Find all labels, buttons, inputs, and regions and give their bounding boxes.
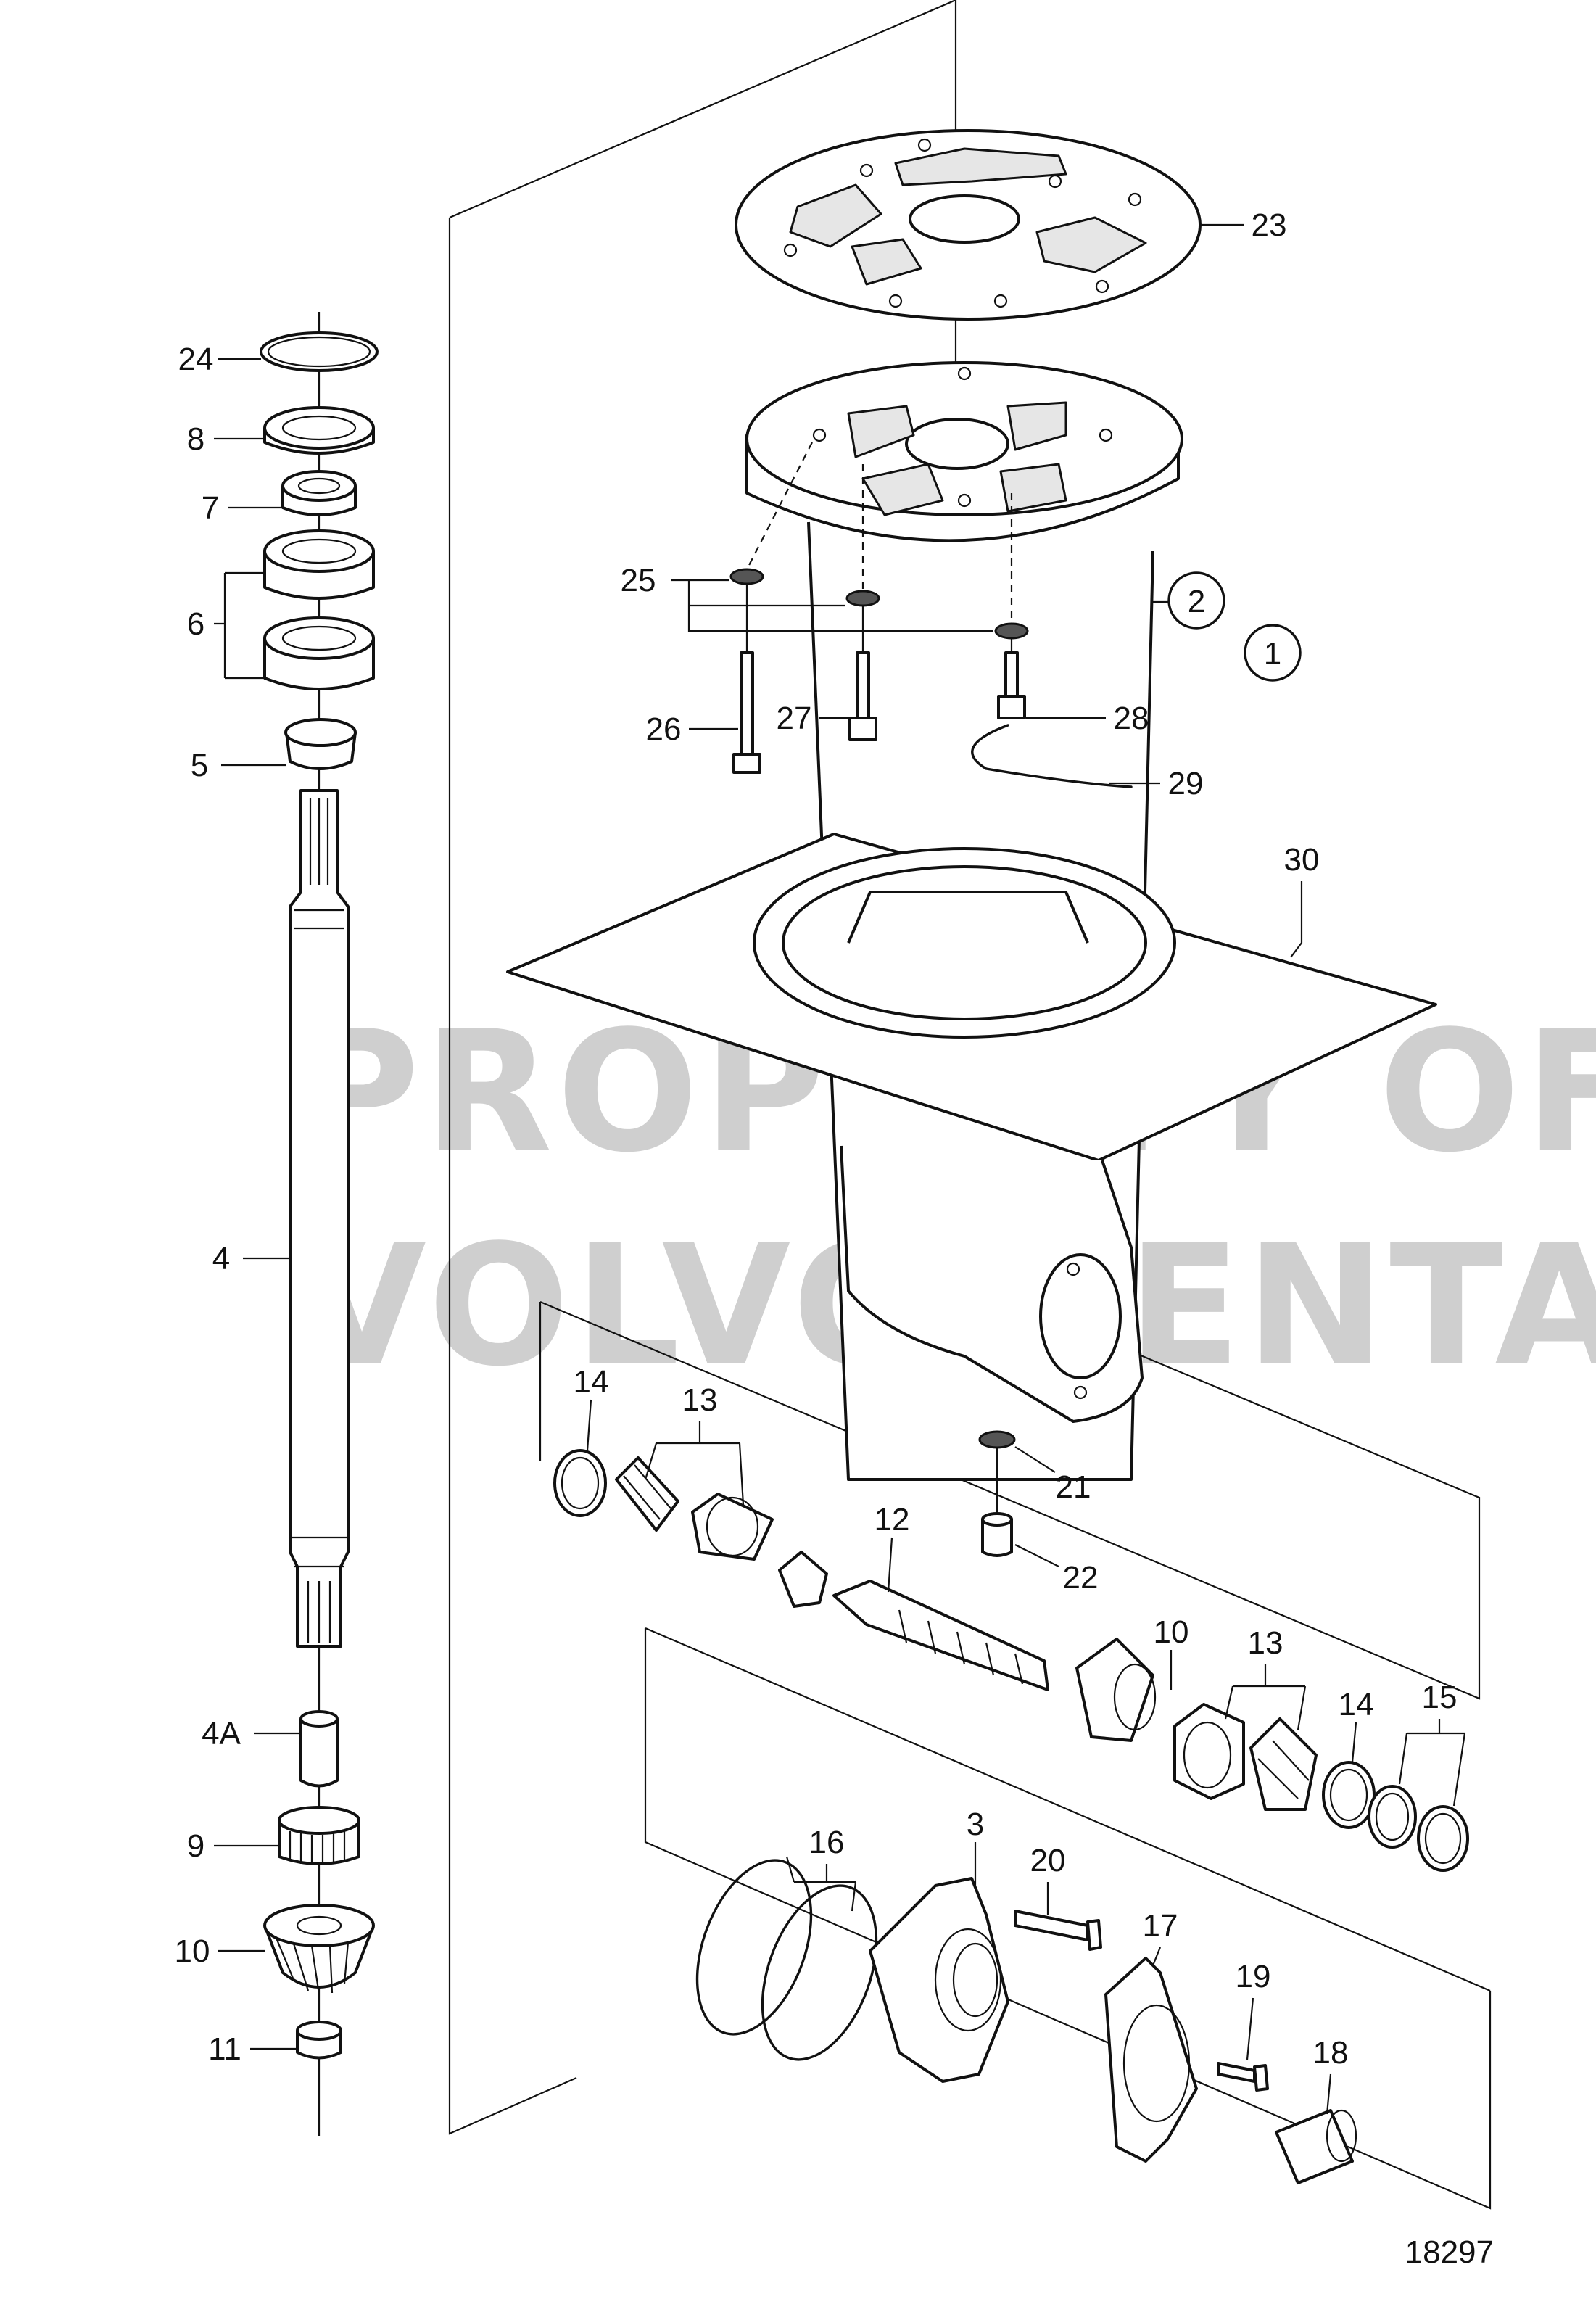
ball-bearing-6b xyxy=(263,616,375,690)
washers-25 xyxy=(729,442,1029,653)
callout-24: 24 xyxy=(178,342,214,377)
callout-17: 17 xyxy=(1143,1908,1178,1944)
back-panel-side-edge xyxy=(448,218,577,2135)
bearing-cup-13a xyxy=(691,1493,774,1561)
callout-9: 9 xyxy=(187,1828,204,1864)
roller-bearing-9 xyxy=(278,1806,360,1865)
callout-26: 26 xyxy=(646,711,682,747)
callout-20: 20 xyxy=(1030,1843,1066,1878)
callout-6: 6 xyxy=(187,606,204,642)
ball-bearing-6a xyxy=(263,529,375,600)
screw-19 xyxy=(1217,2062,1256,2083)
callout-14-right: 14 xyxy=(1339,1687,1374,1722)
cover-17 xyxy=(1104,1957,1198,2163)
lower-gearcase xyxy=(840,1145,1144,1423)
bearing-housing-assembly xyxy=(695,1859,1357,2184)
vertical-shaft-4 xyxy=(289,789,350,1648)
bearing-housing-3 xyxy=(869,1877,1009,2083)
o-ring-24 xyxy=(260,331,379,372)
callouts: 1 2 3 4 4A 5 6 7 8 9 10 10 11 12 13 13 1… xyxy=(175,207,1466,2115)
callout-25: 25 xyxy=(621,563,656,598)
pinion-group-frame xyxy=(539,1300,1481,1700)
callout-circle-1 xyxy=(1244,624,1302,682)
tapered-roller-bearing-13a xyxy=(615,1456,679,1532)
callout-11: 11 xyxy=(208,2031,241,2067)
shim-15b xyxy=(1417,1805,1469,1872)
callout-circle-2 xyxy=(1167,571,1225,630)
callout-27: 27 xyxy=(777,701,812,736)
callout-13-left: 13 xyxy=(682,1382,718,1418)
bevel-gear-10-left xyxy=(263,1904,375,1995)
callout-22: 22 xyxy=(1063,1560,1099,1596)
callout-14-left: 14 xyxy=(574,1364,609,1400)
callout-5: 5 xyxy=(191,748,208,783)
sleeve-4a xyxy=(299,1710,339,1788)
callout-1: 1 xyxy=(1264,636,1281,672)
shim-14-left xyxy=(553,1449,607,1517)
o-ring-16b xyxy=(761,1884,878,2061)
callout-23: 23 xyxy=(1252,207,1287,243)
washer-21 xyxy=(978,1430,1016,1449)
callout-3: 3 xyxy=(967,1807,984,1842)
callout-13-right: 13 xyxy=(1248,1625,1283,1661)
callout-29: 29 xyxy=(1168,766,1204,801)
callout-10-right: 10 xyxy=(1154,1614,1189,1650)
mounting-plate-30 xyxy=(506,833,1437,1162)
bolt-27 xyxy=(848,651,877,741)
callout-18: 18 xyxy=(1313,2035,1349,2071)
callout-21: 21 xyxy=(1056,1469,1091,1505)
plug-22 xyxy=(981,1512,1013,1557)
callout-7: 7 xyxy=(202,490,219,526)
callout-8: 8 xyxy=(187,421,204,457)
callout-4: 4 xyxy=(212,1241,230,1276)
pinion-shaft-12 xyxy=(832,1580,1049,1691)
callout-16: 16 xyxy=(809,1825,845,1860)
lock-nut-7 xyxy=(281,470,357,516)
tapered-roller-bearing-13b xyxy=(1249,1717,1318,1811)
gasket-plate-23 xyxy=(735,129,1202,321)
callout-30: 30 xyxy=(1284,842,1320,878)
housing-group-frame-top xyxy=(645,1627,1491,1992)
callout-28: 28 xyxy=(1114,701,1149,736)
drawing-number: 18297 xyxy=(1405,2234,1494,2270)
shim-14-right xyxy=(1322,1761,1376,1829)
housing-group-frame xyxy=(644,1628,1492,2210)
callout-2: 2 xyxy=(1188,584,1205,619)
callout-10-left: 10 xyxy=(175,1933,210,1969)
assembly-frames xyxy=(448,0,1492,2210)
bolt-28 xyxy=(997,651,1026,719)
wire-29 xyxy=(971,724,1133,788)
sleeve-18 xyxy=(1275,2109,1354,2184)
back-panel-top-edge xyxy=(449,0,956,219)
pinion-shaft-assembly xyxy=(553,1449,1469,1872)
bolt-26 xyxy=(732,651,761,774)
seal-ring-8 xyxy=(263,406,375,455)
spacer-12a xyxy=(778,1551,828,1608)
callout-4a: 4A xyxy=(202,1716,241,1751)
callout-15: 15 xyxy=(1422,1680,1458,1715)
o-ring-16a xyxy=(695,1859,813,2036)
screw-20 xyxy=(1014,1910,1089,1941)
callout-12: 12 xyxy=(875,1502,910,1538)
callout-19: 19 xyxy=(1236,1959,1271,1994)
bearing-cup-5 xyxy=(284,718,357,770)
nut-11 xyxy=(296,2021,342,2060)
